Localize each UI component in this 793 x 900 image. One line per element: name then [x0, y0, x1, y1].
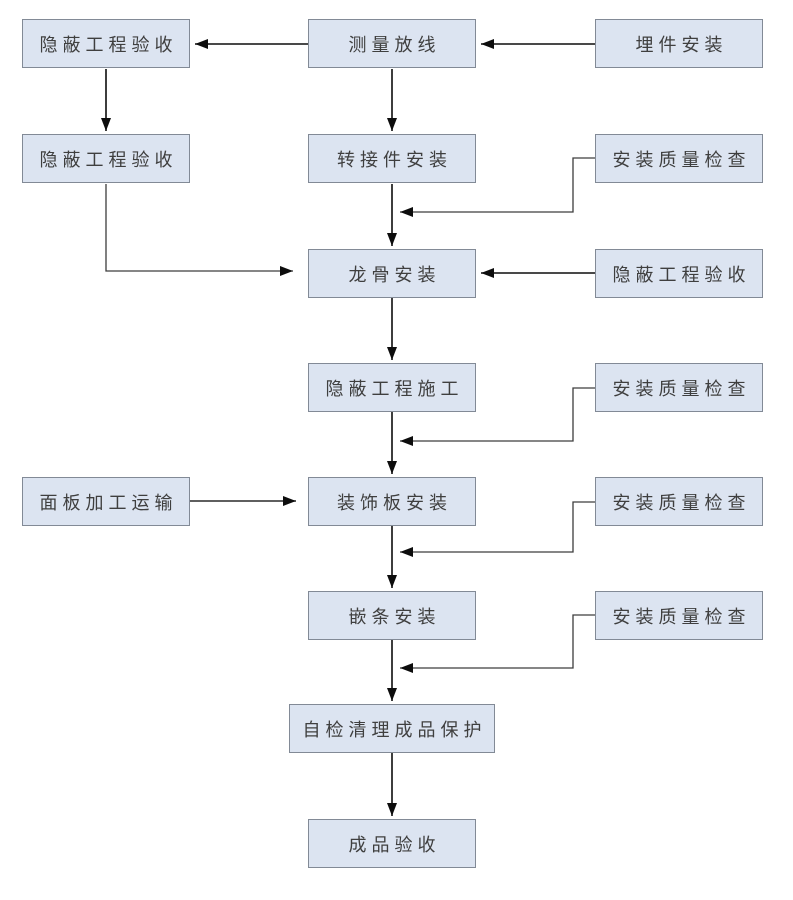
node-install-quality-check-4[interactable]: 安装质量检查 [595, 591, 763, 640]
node-install-quality-check-1[interactable]: 安装质量检查 [595, 134, 763, 183]
node-trim-strip-install[interactable]: 嵌条安装 [308, 591, 476, 640]
node-install-quality-check-2[interactable]: 安装质量检查 [595, 363, 763, 412]
node-survey-layout[interactable]: 测量放线 [308, 19, 476, 68]
node-hidden-work-construction[interactable]: 隐蔽工程施工 [308, 363, 476, 412]
node-hidden-work-acceptance-2[interactable]: 隐蔽工程验收 [22, 134, 190, 183]
node-finished-product-acceptance[interactable]: 成品验收 [308, 819, 476, 868]
node-self-check-clean-protect[interactable]: 自检清理成品保护 [289, 704, 495, 753]
connector-hidden2-to-keel [105, 184, 293, 276]
node-install-quality-check-3[interactable]: 安装质量检查 [595, 477, 763, 526]
node-panel-process-transport[interactable]: 面板加工运输 [22, 477, 190, 526]
node-adapter-install[interactable]: 转接件安装 [308, 134, 476, 183]
node-decor-panel-install[interactable]: 装饰板安装 [308, 477, 476, 526]
node-embed-part-install[interactable]: 埋件安装 [595, 19, 763, 68]
node-hidden-work-acceptance-1[interactable]: 隐蔽工程验收 [22, 19, 190, 68]
node-keel-install[interactable]: 龙骨安装 [308, 249, 476, 298]
node-hidden-work-acceptance-3[interactable]: 隐蔽工程验收 [595, 249, 763, 298]
